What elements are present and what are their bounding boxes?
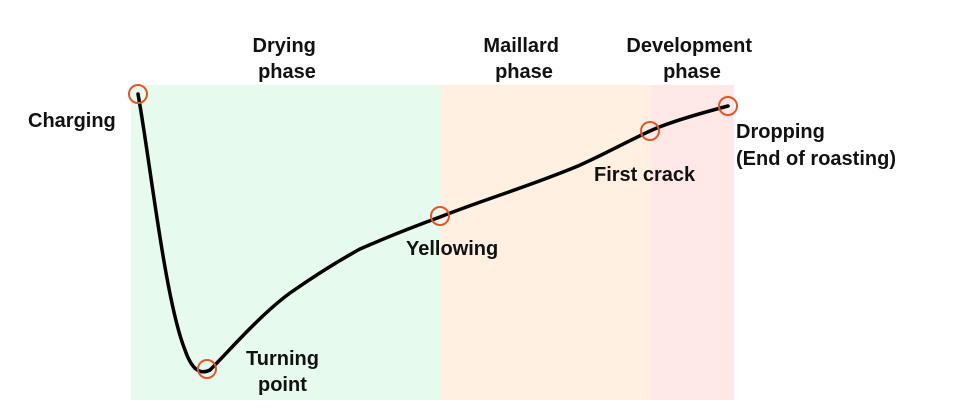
dropping-marker	[718, 96, 738, 116]
first-crack-label-line-1: First crack	[594, 164, 696, 186]
maillard-phase-label: Maillard phase	[483, 35, 564, 83]
yellowing-marker	[430, 206, 450, 226]
development-phase-label: Development phase	[626, 35, 757, 83]
maillard-phase-label-line-2: phase	[495, 61, 553, 83]
yellowing-label: Yellowing	[406, 238, 498, 260]
dropping-label: Dropping (End of roasting)	[736, 121, 896, 170]
turning-point-label-line-1: Turning	[246, 348, 319, 370]
development-phase-label-line-2: phase	[663, 61, 721, 83]
drying-phase-label: Drying phase	[253, 35, 322, 83]
dropping-label-line-1: Dropping	[736, 121, 825, 143]
maillard-phase-label-line-1: Maillard	[483, 35, 559, 57]
dropping-label-line-2: (End of roasting)	[736, 148, 896, 170]
development-phase-band	[650, 85, 734, 400]
turning-point-marker	[197, 359, 217, 379]
first-crack-label: First crack	[594, 164, 696, 186]
turning-point-label: Turning point	[246, 348, 325, 396]
maillard-phase-band	[440, 85, 650, 400]
development-phase-label-line-1: Development	[626, 35, 752, 57]
yellowing-label-line-1: Yellowing	[406, 238, 498, 260]
drying-phase-label-line-1: Drying	[253, 35, 316, 57]
charging-label: Charging	[28, 110, 116, 132]
roast-temperature-curve	[136, 92, 730, 374]
first-crack-marker	[640, 121, 660, 141]
charging-label-line-1: Charging	[28, 110, 116, 132]
drying-phase-label-line-2: phase	[258, 61, 316, 83]
charging-marker	[128, 84, 148, 104]
turning-point-label-line-2: point	[258, 374, 307, 396]
